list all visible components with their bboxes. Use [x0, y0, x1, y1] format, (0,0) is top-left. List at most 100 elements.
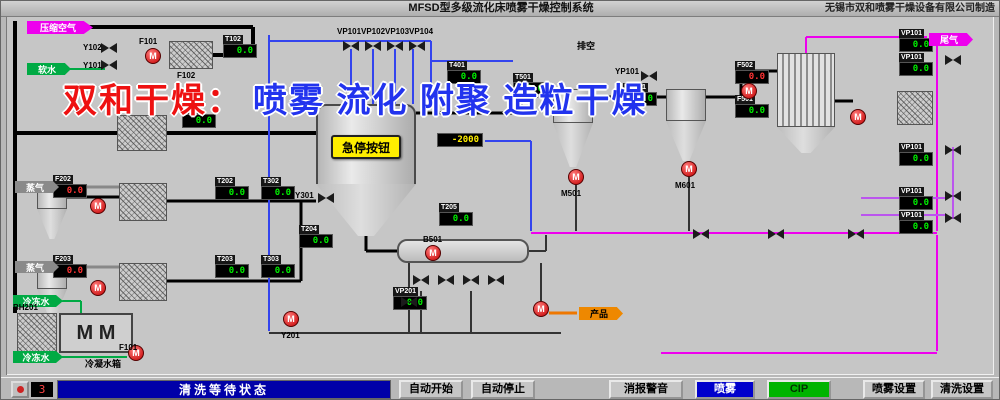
pump[interactable]: M: [283, 311, 299, 327]
spray-settings-button[interactable]: 喷雾设置: [863, 380, 925, 399]
instrument-value: 0.0: [735, 70, 769, 84]
instrument-tag: T401: [447, 61, 467, 70]
valve-VP103[interactable]: [387, 39, 403, 51]
instrument-value: 0.0: [899, 152, 933, 166]
valve-Y102[interactable]: [101, 41, 117, 53]
tag-M601: M601: [675, 181, 696, 190]
valve[interactable]: [438, 273, 454, 285]
valve-YP101[interactable]: [641, 69, 657, 81]
alarm-indicator-button[interactable]: [11, 381, 29, 398]
heat-exchanger-1: [119, 183, 167, 221]
steam-flag-1: 蒸气: [15, 181, 59, 193]
valve-VP101-r5[interactable]: [945, 211, 961, 223]
instrument-value: 0.0: [735, 104, 769, 118]
tag-F102: F102: [177, 71, 196, 80]
mute-alarm-button[interactable]: 消报警音: [609, 380, 683, 399]
valve[interactable]: [463, 273, 479, 285]
instrument-tag: T205: [439, 203, 459, 212]
pump-M601[interactable]: M: [681, 161, 697, 177]
instrument-value: -2000: [437, 133, 483, 147]
valve-Y301[interactable]: [318, 191, 334, 203]
cyclone-1-body: [553, 89, 593, 123]
pump-B501[interactable]: M: [425, 245, 441, 261]
watermark: 双和干燥：喷雾 流化 附聚 造粒干燥: [63, 73, 647, 122]
instrument-value: 0.0: [513, 82, 547, 96]
instrument-value: 0.0: [899, 38, 933, 52]
pump[interactable]: M: [850, 109, 866, 125]
spray-button[interactable]: 喷雾: [695, 380, 755, 399]
instrument-tag: T203: [215, 255, 235, 264]
instrument-value: 0.0: [299, 234, 333, 248]
instrument-value: 0.0: [439, 212, 473, 226]
valve-VP101-r3[interactable]: [945, 143, 961, 155]
instrument-value: 0.0: [261, 186, 295, 200]
instrument-tag: T201: [182, 105, 202, 114]
pump-F101[interactable]: M: [128, 345, 144, 361]
bag-filter-cone: [777, 127, 835, 153]
fan-F101[interactable]: M: [145, 48, 161, 64]
auto-start-button[interactable]: 自动开始: [399, 380, 463, 399]
valve-VP101-r4[interactable]: [945, 189, 961, 201]
auto-stop-button[interactable]: 自动停止: [471, 380, 535, 399]
tag-Y301: Y301: [295, 191, 314, 200]
valve-VP104[interactable]: [409, 39, 425, 51]
pump[interactable]: M: [90, 198, 106, 214]
instrument-tag: T501: [513, 73, 533, 82]
tag-VP104: VP104: [409, 27, 434, 36]
chilled-water-flag: 冷冻水: [13, 295, 63, 307]
cyclone-1: [553, 89, 593, 167]
cip-button[interactable]: CIP: [767, 380, 831, 399]
pump-M501[interactable]: M: [568, 169, 584, 185]
valve-Y101[interactable]: [101, 58, 117, 70]
cyclone-2-cone: [666, 121, 706, 161]
clean-settings-button[interactable]: 清洗设置: [931, 380, 993, 399]
pump-F501[interactable]: M: [741, 83, 757, 99]
condensate-tank: M M: [59, 313, 133, 353]
pump[interactable]: M: [533, 301, 549, 317]
valve[interactable]: [768, 227, 784, 239]
instrument-tag: VP101: [899, 29, 925, 38]
instrument-tag: VP101: [899, 211, 925, 220]
tag-Y201: Y201: [281, 331, 300, 340]
drying-chamber: [316, 104, 416, 236]
instrument-value: 0.0: [215, 186, 249, 200]
valve-VP101-r2[interactable]: [945, 53, 961, 65]
cyclone-left-1-cone: [37, 209, 67, 239]
cyclone-2-body: [666, 89, 706, 121]
instrument-tag: F202: [53, 175, 73, 184]
valve[interactable]: [693, 227, 709, 239]
alarm-dot-icon: [16, 386, 24, 393]
instrument-value: 0.0: [447, 70, 481, 84]
emergency-stop-button[interactable]: 急停按钮: [331, 135, 401, 159]
valve[interactable]: [488, 273, 504, 285]
inlet-filter: [169, 41, 213, 69]
valve-VP102[interactable]: [365, 39, 381, 51]
fluid-bed: [397, 239, 529, 263]
instrument-tag: T202: [215, 177, 235, 186]
title-bar: MFSD型多级流化床喷雾干燥控制系统 无锡市双和喷雾干燥设备有限公司制造: [1, 1, 999, 17]
valve-VP101[interactable]: [343, 39, 359, 51]
valve[interactable]: [848, 227, 864, 239]
bag-filter: [777, 53, 835, 153]
valve-VP201[interactable]: [401, 295, 417, 307]
valve[interactable]: [413, 273, 429, 285]
instrument-value: 0.0: [899, 196, 933, 210]
pump[interactable]: M: [90, 280, 106, 296]
instrument-tag: F502: [735, 61, 755, 70]
tag-Y102: Y102: [83, 43, 102, 52]
cyclone-1-cone: [553, 123, 593, 167]
